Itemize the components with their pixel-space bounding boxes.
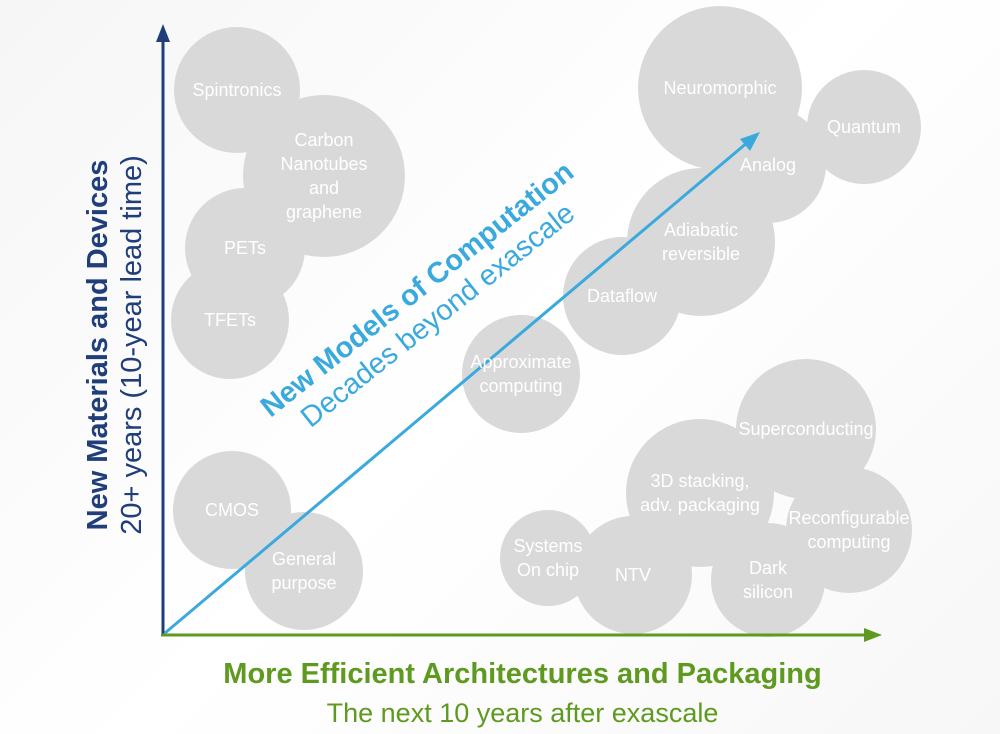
x-axis-title: More Efficient Architectures and Packagi… — [223, 658, 822, 690]
bubble-label-tfets: TFETs — [204, 308, 256, 332]
y-axis-title: New Materials and Devices — [82, 159, 114, 531]
bubble-label-adiabatic-reversible: Adiabatic reversible — [662, 218, 740, 266]
bubble-label-line: Analog — [739, 155, 797, 175]
bubble-label-dark-silicon: Dark silicon — [743, 556, 793, 604]
bubble-label-line: Reconfigurable — [788, 508, 910, 528]
axis-layer — [156, 24, 882, 642]
bubble-label-line: adv. packaging — [640, 495, 760, 515]
bubble-label-line: reversible — [661, 244, 741, 264]
bubble-label-pets: PETs — [224, 236, 266, 260]
bubble-label-line: graphene — [285, 202, 363, 222]
bubble-label-analog: Analog — [740, 153, 796, 177]
bubble-label-line: General — [271, 549, 337, 569]
bubble-label-line: Superconducting — [738, 419, 874, 439]
bubble-label-approximate-computing: Approximate computing — [470, 350, 571, 398]
bubble-label-spintronics: Spintronics — [192, 78, 281, 102]
bubble-tfets — [171, 261, 289, 379]
bubble-label-cmos: CMOS — [205, 498, 259, 522]
bubble-label-3d-stacking: 3D stacking, adv. packaging — [640, 469, 760, 517]
bubble-label-line: Systems — [513, 536, 583, 556]
bubble-label-systems-on-chip: Systems On chip — [513, 534, 582, 582]
bubble-label-line: TFETs — [204, 310, 256, 330]
bubble-label-ntv: NTV — [615, 563, 651, 587]
bubble-label-neuromorphic: Neuromorphic — [663, 76, 776, 100]
bubble-label-line: Nanotubes — [280, 154, 368, 174]
bubble-label-line: computing — [807, 532, 891, 552]
y-axis-arrowhead — [156, 24, 170, 42]
bubble-label-line: Carbon — [294, 130, 354, 150]
bubble-label-line: PETs — [223, 238, 267, 258]
bubble-label-reconfigurable-computing: Reconfigurable computing — [788, 506, 909, 554]
bubble-superconducting — [736, 359, 876, 499]
bubble-label-line: silicon — [742, 582, 794, 602]
bubble-label-line: Quantum — [826, 117, 902, 137]
diagonal-arrow-line — [164, 140, 749, 635]
bubble-label-line: purpose — [271, 573, 337, 593]
bubble-label-line: NTV — [615, 565, 651, 585]
bubble-label-line: computing — [479, 376, 563, 396]
bubble-dataflow — [563, 237, 681, 355]
bubble-label-quantum: Quantum — [827, 115, 901, 139]
bubble-label-line: Adiabatic — [663, 220, 739, 240]
bubble-label-dataflow: Dataflow — [587, 284, 657, 308]
bubble-label-line: and — [308, 178, 340, 198]
bubble-label-line: Dataflow — [586, 286, 658, 306]
bubble-label-line: Spintronics — [192, 80, 282, 100]
bubble-label-line: Neuromorphic — [663, 78, 777, 98]
x-axis-subtitle: The next 10 years after exascale — [326, 698, 719, 728]
bubble-label-line: Dark — [748, 558, 787, 578]
bubble-approximate-computing — [462, 315, 580, 433]
bubble-layer — [171, 6, 921, 637]
bubble-label-line: Approximate — [470, 352, 572, 372]
bubble-label-line: On chip — [516, 560, 580, 580]
bubble-quantum — [807, 70, 921, 184]
diagonal-arrowhead — [740, 132, 760, 151]
y-axis-subtitle: 20+ years (10-year lead time) — [116, 155, 148, 535]
bubble-label-superconducting: Superconducting — [738, 417, 873, 441]
x-axis-arrowhead — [864, 628, 882, 642]
bubble-label-line: CMOS — [205, 500, 259, 520]
bubble-systems-on-chip — [500, 510, 596, 606]
bubble-ntv — [574, 516, 692, 634]
bubble-label-line: 3D stacking, — [650, 471, 750, 491]
bubble-dark-silicon — [711, 523, 825, 637]
bubble-label-general-purpose: General purpose — [271, 547, 336, 595]
